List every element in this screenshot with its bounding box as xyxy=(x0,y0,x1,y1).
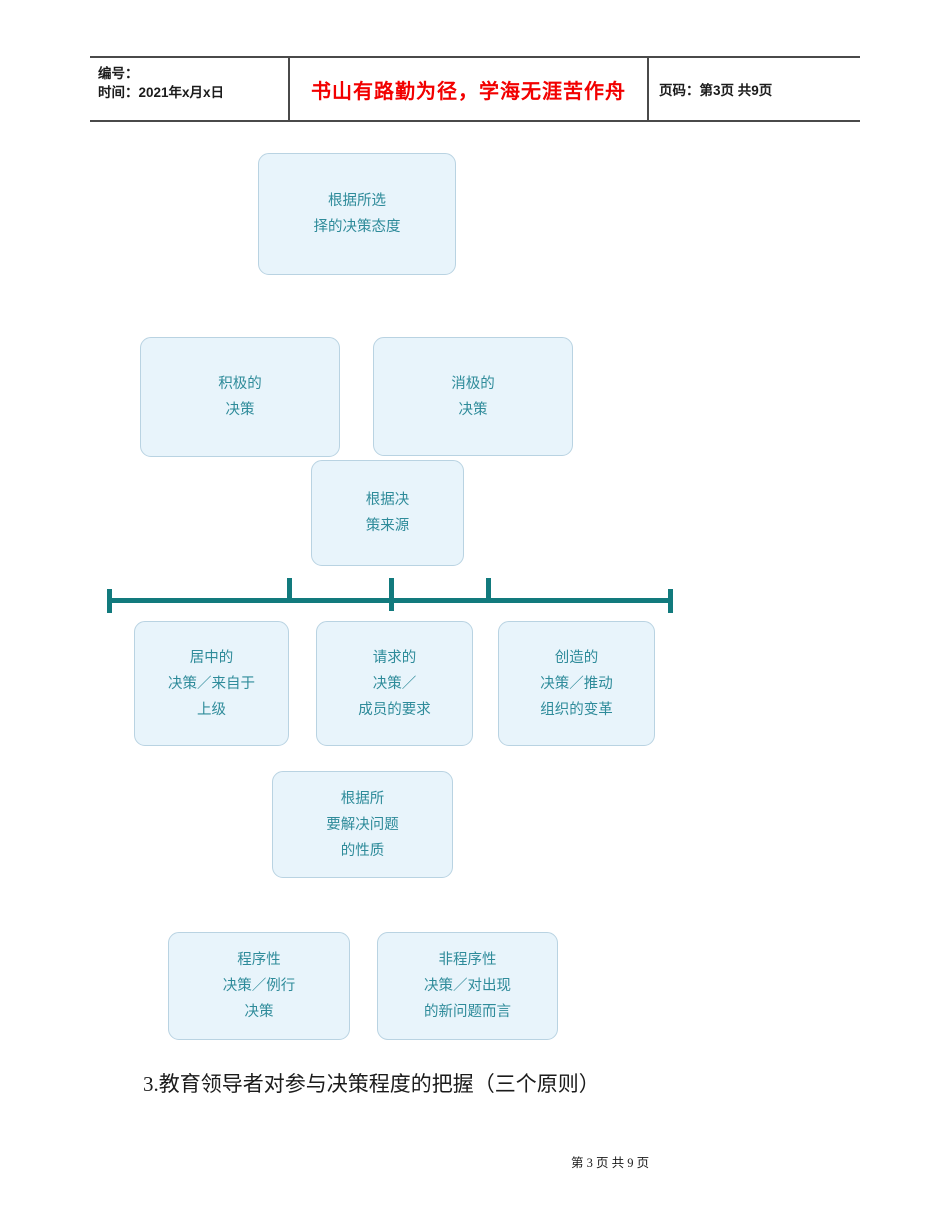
flow-box-source: 根据决 策来源 xyxy=(311,460,464,566)
bracket-tick-middle xyxy=(389,578,394,611)
header-table: 编号： 时间：2021年x月x日 书山有路勤为径，学海无涯苦作舟 页码：第3页 … xyxy=(90,56,860,122)
flow-box-programmed: 程序性 决策／例行 决策 xyxy=(168,932,350,1040)
bracket-tick-right xyxy=(486,578,491,603)
bracket-tick-left xyxy=(287,578,292,603)
bracket-endcap-right xyxy=(668,589,673,613)
header-cell-slogan: 书山有路勤为径，学海无涯苦作舟 xyxy=(290,58,649,120)
doc-time-label: 时间：2021年x月x日 xyxy=(98,85,225,100)
section-heading: 3.教育领导者对参与决策程度的把握（三个原则） xyxy=(143,1072,600,1096)
page-number-label: 页码：第3页 共9页 xyxy=(659,83,773,98)
flow-box-requested: 请求的 决策／ 成员的要求 xyxy=(316,621,473,746)
header-cell-meta: 编号： 时间：2021年x月x日 xyxy=(90,58,290,120)
flow-box-centered: 居中的 决策／来自于 上级 xyxy=(134,621,289,746)
header-cell-page: 页码：第3页 共9页 xyxy=(649,58,860,120)
flow-box-attitude: 根据所选 择的决策态度 xyxy=(258,153,456,275)
flow-box-positive: 积极的 决策 xyxy=(140,337,340,457)
flow-box-negative: 消极的 决策 xyxy=(373,337,573,456)
footer-page-number: 第 3 页 共 9 页 xyxy=(571,1156,650,1170)
flow-box-nature: 根据所 要解决问题 的性质 xyxy=(272,771,453,878)
doc-number-label: 编号： xyxy=(98,66,139,81)
flow-box-nonprogrammed: 非程序性 决策／对出现 的新问题而言 xyxy=(377,932,558,1040)
flow-box-creative: 创造的 决策／推动 组织的变革 xyxy=(498,621,655,746)
slogan-text: 书山有路勤为径，学海无涯苦作舟 xyxy=(311,80,626,103)
bracket-endcap-left xyxy=(107,589,112,613)
